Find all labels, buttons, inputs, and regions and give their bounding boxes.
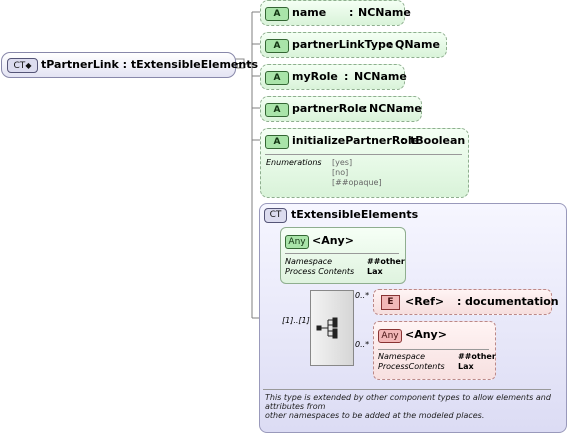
extension-ct-badge: CT	[264, 208, 287, 223]
attribute-type: NCName	[369, 102, 422, 115]
root-complex-type[interactable]: CT◆ tPartnerLink : tExtensibleElements	[1, 52, 258, 78]
attribute-type: NCName	[358, 6, 411, 19]
attribute-separator: :	[349, 6, 354, 19]
attribute-name-label: partnerRole	[292, 102, 366, 115]
ct-badge-text: CT	[13, 61, 26, 71]
attribute-name-label: initializePartnerRole	[292, 134, 420, 147]
attribute-initializepartnerrole[interactable]: A initializePartnerRole : tBoolean Enume…	[260, 128, 469, 198]
attribute-separator: :	[388, 38, 393, 51]
ref-cardinality: 0..*	[355, 291, 370, 300]
enumeration-value: [no]	[332, 168, 349, 177]
root-type: tExtensibleElements	[130, 58, 259, 71]
ref-element-documentation[interactable]: E <Ref> : documentation	[373, 289, 559, 315]
any-attribute-divider	[285, 253, 399, 254]
namespace-value: ##other	[367, 257, 405, 266]
documentation-text: This type is extended by other component…	[265, 393, 560, 420]
any-element-label: <Any>	[405, 328, 447, 341]
root-separator: :	[122, 58, 128, 71]
ref-separator: :	[457, 295, 462, 308]
attribute-name[interactable]: A name : NCName	[260, 0, 411, 26]
sequence-compositor[interactable]	[310, 290, 354, 366]
enumeration-value: [yes]	[332, 158, 353, 167]
sequence-icon	[316, 317, 338, 339]
attribute-separator: :	[401, 134, 406, 147]
any-attribute-label: <Any>	[312, 234, 354, 247]
process-contents-value: Lax	[367, 267, 383, 276]
attribute-badge: A	[265, 103, 289, 117]
attribute-badge: A	[265, 135, 289, 149]
any-attribute[interactable]: Any <Any> Namespace ##other Process Cont…	[280, 227, 406, 284]
attribute-type: NCName	[354, 70, 407, 83]
attribute-partnerlinktype[interactable]: A partnerLinkType : QName	[260, 32, 447, 58]
namespace-value: ##other	[458, 352, 496, 361]
sequence-cardinality: [1]..[1]	[282, 316, 310, 325]
any-element[interactable]: Any <Any> Namespace ##other ProcessConte…	[373, 321, 496, 380]
process-contents-label: Process Contents	[285, 267, 355, 276]
diamond-icon: ◆	[25, 61, 32, 70]
attribute-name-label: partnerLinkType	[292, 38, 394, 51]
root-name: tPartnerLink	[41, 58, 119, 71]
documentation-divider	[263, 389, 551, 390]
any-element-cardinality: 0..*	[355, 340, 370, 349]
any-badge: Any	[378, 329, 402, 343]
ref-label: <Ref>	[405, 295, 445, 308]
any-element-divider	[378, 349, 489, 350]
attribute-badge: A	[265, 71, 289, 85]
namespace-label: Namespace	[285, 257, 333, 266]
ref-type: documentation	[465, 295, 559, 308]
enumerations-label: Enumerations	[266, 158, 322, 167]
ct-badge: CT◆	[7, 58, 38, 73]
root-title: tPartnerLink : tExtensibleElements	[41, 58, 258, 71]
documentation-line: This type is extended by other component…	[265, 393, 551, 411]
attribute-separator: :	[344, 70, 349, 83]
element-badge: E	[381, 295, 400, 310]
process-contents-label: ProcessContents	[378, 362, 445, 371]
attribute-separator: :	[363, 102, 368, 115]
extension-title: tExtensibleElements	[291, 208, 419, 221]
attribute-type: tBoolean	[410, 134, 466, 147]
attribute-type: QName	[395, 38, 440, 51]
attribute-name-label: name	[292, 6, 327, 19]
attribute-partnerrole[interactable]: A partnerRole : NCName	[260, 96, 422, 122]
attribute-name-label: myRole	[292, 70, 338, 83]
attribute-badge: A	[265, 7, 289, 21]
documentation-line: other namespaces to be added at the mode…	[265, 411, 485, 420]
attribute-myrole[interactable]: A myRole : NCName	[260, 64, 407, 90]
namespace-label: Namespace	[378, 352, 426, 361]
process-contents-value: Lax	[458, 362, 474, 371]
any-badge: Any	[285, 235, 309, 249]
enumeration-value: [##opaque]	[332, 178, 382, 187]
attribute-badge: A	[265, 39, 289, 53]
attribute-divider	[265, 154, 462, 155]
